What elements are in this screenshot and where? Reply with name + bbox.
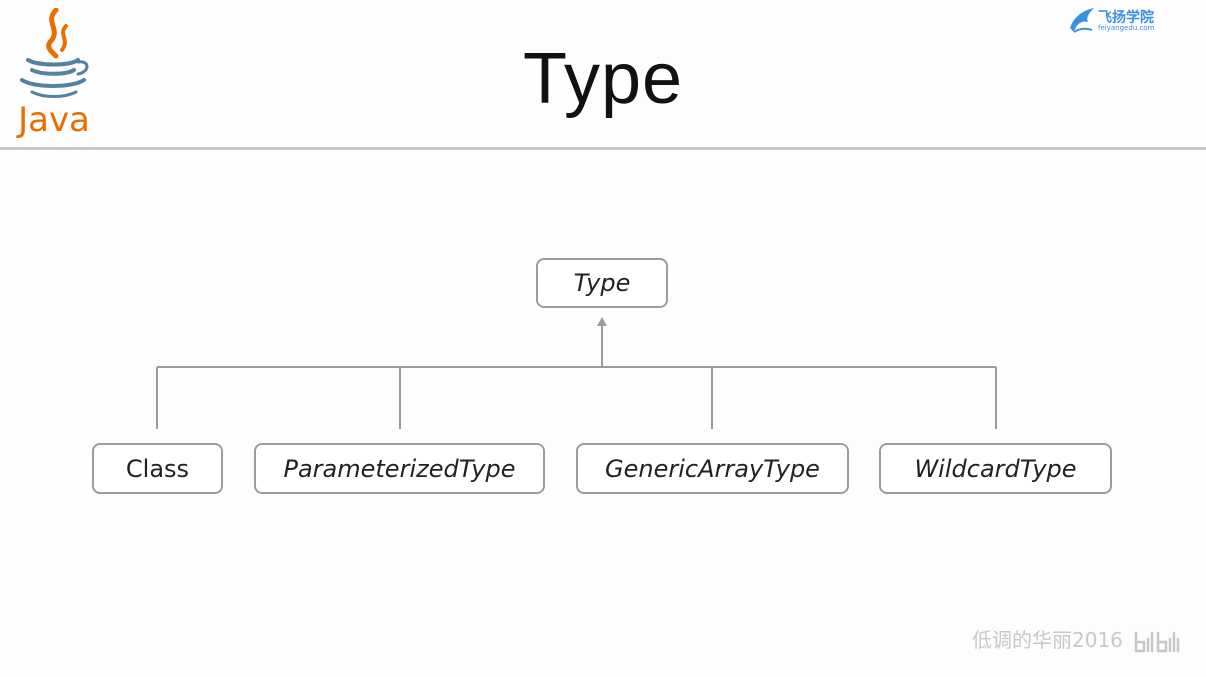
node-parameterized-type: ParameterizedType: [254, 443, 545, 494]
bilibili-logo-icon: [1135, 631, 1180, 652]
java-logo-text: Java: [18, 100, 90, 140]
brand-name: 飞扬学院: [1098, 10, 1154, 26]
java-cup-icon: [20, 7, 89, 98]
watermark-text: 低调的华丽2016: [972, 628, 1123, 652]
node-class: Class: [92, 443, 223, 494]
node-type: Type: [536, 258, 668, 308]
slide-title: Type: [522, 39, 684, 119]
brand-url: feiyangedu.com: [1098, 24, 1155, 32]
java-logo: Java: [14, 7, 94, 140]
node-wildcard-type: WildcardType: [879, 443, 1112, 494]
brand-logo: 飞扬学院 feiyangedu.com: [1068, 4, 1168, 40]
slide-header: Java Type 飞扬学院 feiyangedu.com: [0, 0, 1206, 150]
bird-icon: [1070, 8, 1094, 33]
inheritance-arrowhead: [597, 317, 607, 326]
watermark: 低调的华丽2016: [972, 624, 1189, 653]
node-generic-array-type: GenericArrayType: [576, 443, 849, 494]
header-divider: [0, 147, 1206, 150]
